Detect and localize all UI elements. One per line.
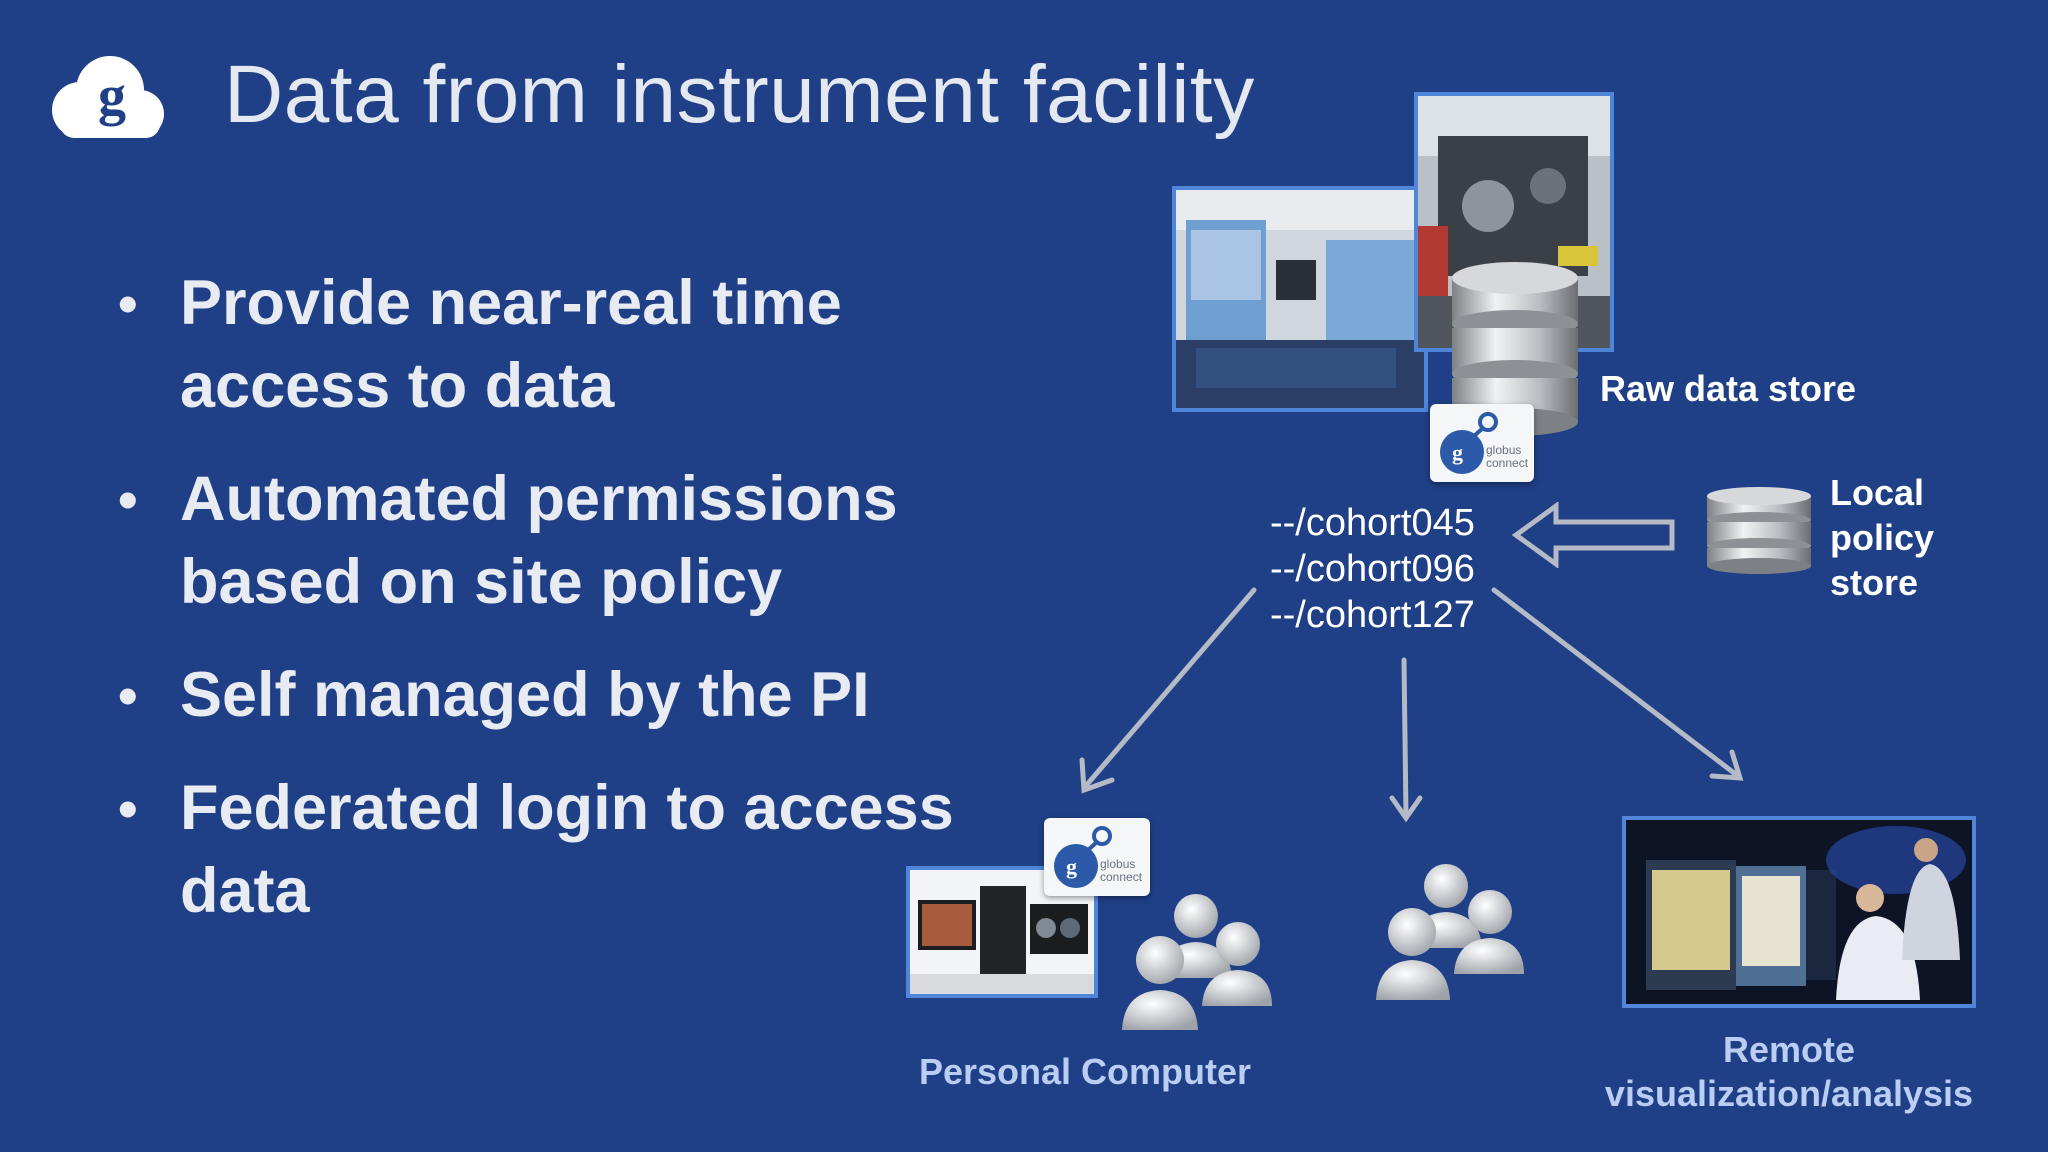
policy-arrow-icon [1512,502,1676,568]
logo-letter: g [98,65,126,127]
svg-text:g: g [1452,440,1463,465]
globus-logo: g [40,48,172,144]
bullet-item: Automated permissions based on site poli… [118,458,998,624]
cohort-path: --/cohort045 [1270,502,1475,544]
svg-text:connect: connect [1100,870,1143,884]
svg-text:g: g [1066,854,1077,879]
globus-connect-badge-personal: g globus connect [1044,818,1150,896]
policy-database-icon [1704,486,1814,576]
slide-title: Data from instrument facility [224,49,1255,140]
users-group-icon-middle [1376,858,1526,1002]
bullet-list: Provide near-real time access to data Au… [118,262,998,963]
raw-data-store-label: Raw data store [1600,368,1857,409]
local-policy-store-label: Local policy store [1830,472,1935,603]
globus-connect-badge: g globus connect [1430,404,1534,482]
bullet-item: Provide near-real time access to data [118,262,998,428]
svg-text:globus: globus [1486,443,1521,457]
lab-photo [1172,186,1428,412]
users-group-icon [1122,888,1272,1032]
bullet-item: Self managed by the PI [118,654,998,737]
cohort-path: --/cohort096 [1270,548,1475,590]
svg-text:connect: connect [1486,456,1529,470]
personal-computer-photo [906,866,1098,998]
remote-visualization-label: Remote visualization/analysis [1604,1029,1974,1114]
bullet-item: Federated login to access data [118,767,998,933]
personal-computer-label: Personal Computer [918,1051,1252,1092]
cohort-path: --/cohort127 [1270,594,1475,636]
cohort-path-list: --/cohort045 --/cohort096 --/cohort127 [1270,500,1475,638]
instrument-photo [1414,92,1614,352]
svg-text:globus: globus [1100,857,1135,871]
raw-data-database-icon [1448,258,1582,438]
remote-visualization-photo [1622,816,1976,1008]
